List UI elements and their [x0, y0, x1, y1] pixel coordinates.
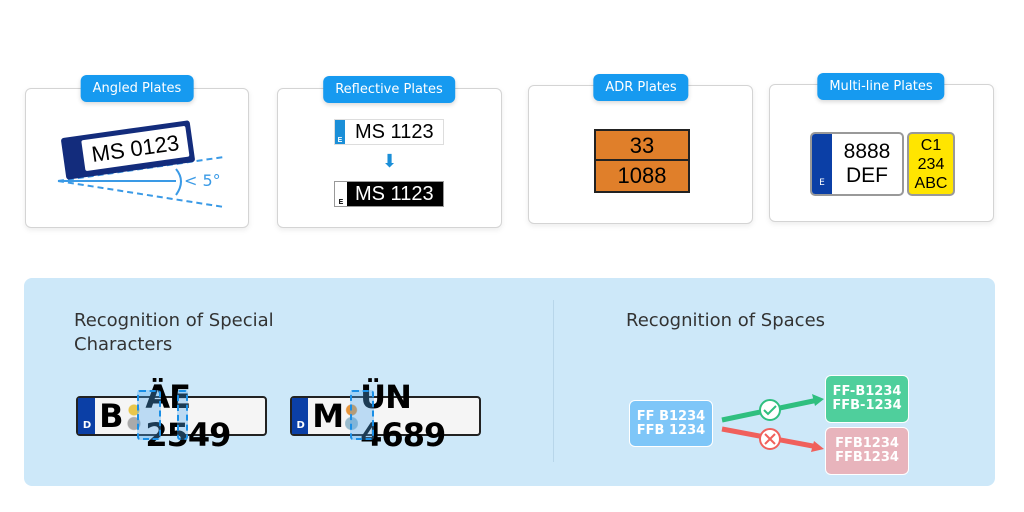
- plate-line: FFB 1234: [636, 422, 706, 438]
- angled-plates-label: Angled Plates: [80, 75, 194, 102]
- plate-text: M: [312, 397, 344, 435]
- arrow-down-icon: ⬇: [382, 151, 398, 172]
- german-plate-2: D M ÜN 4689: [290, 378, 481, 454]
- plate-text: B: [99, 397, 123, 435]
- reflective-plate-before: E MS 1123: [334, 119, 444, 145]
- multiline-plates-label: Multi-line Plates: [817, 73, 945, 100]
- reflective-plates-label: Reflective Plates: [323, 76, 455, 103]
- plate-line: C1: [920, 137, 942, 154]
- plate-text: MS 1123: [355, 120, 434, 143]
- arrows-icon: [721, 394, 824, 452]
- plate-text: MS 1123: [355, 182, 434, 205]
- plate-line: 8888: [843, 140, 891, 163]
- reflective-plate-after: E MS 1123: [334, 181, 444, 207]
- country-code: E: [812, 134, 832, 194]
- country-code: D: [78, 398, 96, 434]
- white-multiline-plate: E 8888 DEF: [810, 132, 904, 196]
- plate-line: FF B1234: [636, 408, 706, 424]
- german-plate-1: D B ÄE 2549: [76, 378, 267, 454]
- adr-bottom: 1088: [617, 163, 667, 188]
- plate-line: 234: [917, 156, 945, 173]
- angle-label: < 5°: [184, 171, 221, 190]
- reflective-plates-card: E MS 1123 ⬇ E MS 1123: [277, 88, 502, 228]
- divider: [553, 300, 554, 462]
- adr-plates-card: 33 1088: [528, 85, 753, 224]
- adr-plates-label: ADR Plates: [593, 74, 689, 101]
- country-code: E: [335, 120, 345, 144]
- multiline-plates-card: E 8888 DEF C1 234 ABC: [769, 84, 994, 222]
- plate-text: MS 0123: [81, 125, 190, 172]
- plate-line: DEF: [846, 164, 888, 187]
- highlight-box: [350, 390, 374, 440]
- country-code: D: [292, 398, 309, 434]
- plate-line: FFB-1234: [832, 398, 902, 413]
- plate-line: FFB1234: [835, 436, 899, 451]
- highlight-box: [137, 390, 161, 440]
- adr-top: 33: [596, 131, 688, 161]
- highlight-box: [177, 390, 188, 440]
- plate-text: ÄE 2549: [145, 378, 231, 454]
- plate-line: FF-B1234: [832, 384, 902, 399]
- plate-line: ABC: [914, 175, 948, 192]
- country-code: E: [335, 182, 347, 206]
- special-characters-title: Recognition of Special Characters: [74, 310, 274, 355]
- plate-text: ÜN 4689: [360, 378, 446, 454]
- spaces-title: Recognition of Spaces: [626, 310, 826, 331]
- yellow-multiline-plate: C1 234 ABC: [907, 132, 955, 196]
- adr-plate: 33 1088: [594, 129, 690, 193]
- angled-plates-card: MS 0123 < 5°: [25, 88, 249, 228]
- plate-line: FFB1234: [835, 450, 899, 465]
